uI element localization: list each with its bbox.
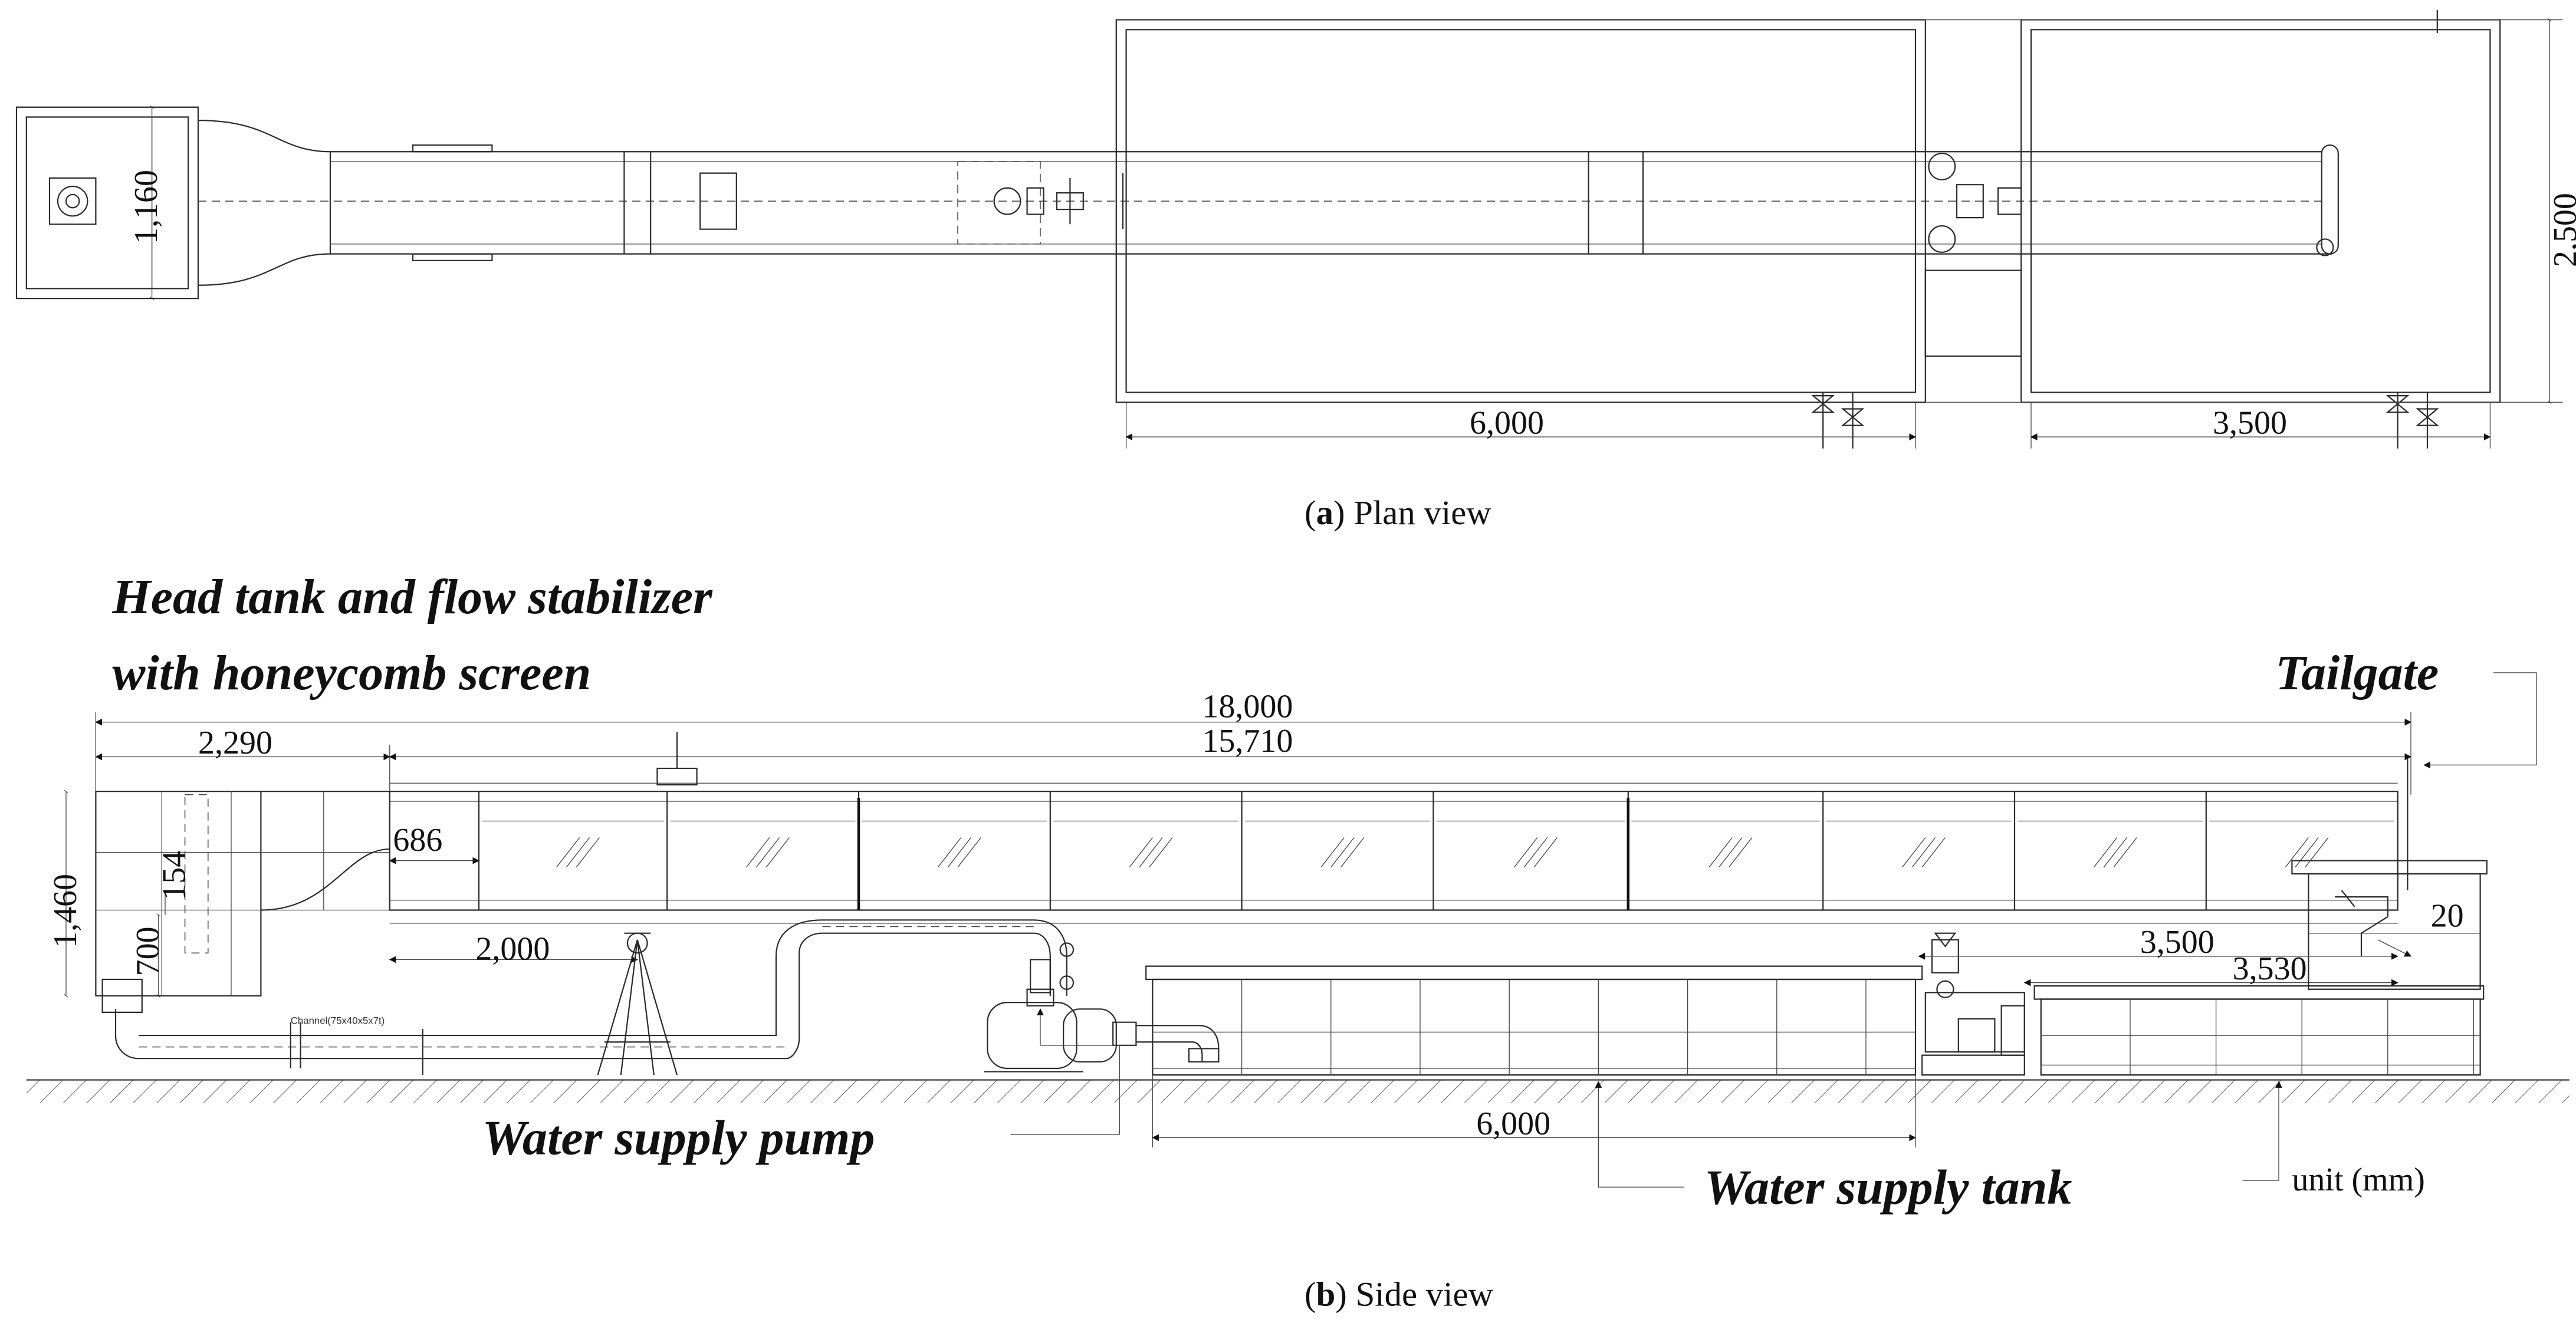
- glass-hatch-mark: [948, 837, 971, 867]
- supply-tank-large: [1146, 966, 1922, 1075]
- side-overall-dimensions: 18,000 2,290 15,710: [94, 688, 2413, 800]
- glass-hatch-mark: [2094, 837, 2117, 867]
- glass-hatch-mark: [756, 837, 779, 867]
- tailgate-box: 20: [2292, 861, 2486, 989]
- glass-hatch-mark: [1729, 837, 1752, 867]
- plan-tank-small: [2021, 10, 2500, 449]
- glass-hatch-mark: [1321, 837, 1344, 867]
- pipe-note: Channel(75x40x5x7t): [291, 1015, 385, 1026]
- glass-hatch-mark: [2114, 837, 2137, 867]
- label-water-supply-pump: Water supply pump: [482, 1110, 875, 1165]
- plan-dimensions: 1,160 2,500 6,000 3,500: [128, 20, 2576, 449]
- dim-3500-plan: 3,500: [2213, 404, 2287, 441]
- dim-2000: 2,000: [475, 930, 550, 967]
- glass-hatch-mark: [566, 837, 589, 867]
- side-tank-dims: 3,500 3,530: [1917, 924, 2400, 992]
- side-channel: [390, 732, 2408, 923]
- caption-side-view: (b) Side view: [1305, 1275, 1494, 1314]
- tank-connector-valves: [1922, 933, 2025, 1075]
- glass-hatch-mark: [747, 837, 770, 867]
- dim-3500-side: 3,500: [2140, 924, 2214, 961]
- dim-700: 700: [130, 926, 166, 976]
- glass-hatch-mark: [1719, 837, 1742, 867]
- glass-hatch-mark: [2104, 837, 2127, 867]
- supply-tank-small-grid: [2130, 999, 2473, 1075]
- glass-hatch-mark: [1149, 837, 1172, 867]
- tailgate-leader: [2422, 673, 2536, 775]
- tank-leader: [1589, 1080, 1684, 1187]
- side-view: Head tank and flow stabilizer with honey…: [26, 570, 2570, 1314]
- dim-18000: 18,000: [1202, 688, 1293, 725]
- dim-15710: 15,710: [1202, 723, 1293, 759]
- glass-hatch-mark: [1514, 837, 1537, 867]
- glass-hatch-mark: [1331, 837, 1354, 867]
- glass-hatch-mark: [1341, 837, 1364, 867]
- dim-1160: 1,160: [128, 170, 165, 244]
- plan-connector: [1926, 271, 2021, 356]
- label-unit: unit (mm): [2292, 1162, 2424, 1198]
- plan-channel: [198, 145, 2338, 261]
- caption-plan-view: (a) Plan view: [1305, 494, 1491, 532]
- glass-hatch-mark: [958, 837, 981, 867]
- glass-hatch-mark: [1524, 837, 1547, 867]
- glass-hatch-mark: [2305, 837, 2328, 867]
- glass-hatch-mark: [1709, 837, 1732, 867]
- glass-hatch-mark: [1129, 837, 1152, 867]
- plan-view: 1,160 2,500 6,000 3,500 (a) Plan view: [17, 10, 2576, 532]
- channel-support-stand: [598, 933, 677, 1075]
- supply-tank-small: [2035, 986, 2484, 1075]
- dim-1460: 1,460: [47, 874, 84, 948]
- unit-leader: [2242, 1080, 2289, 1180]
- glass-hatch-mark: [576, 837, 599, 867]
- side-head-dims: 1,460 700 154: [47, 791, 193, 996]
- glass-hatch-mark: [2285, 837, 2308, 867]
- return-pipe: Channel(75x40x5x7t): [116, 920, 1067, 1075]
- plan-contraction: [198, 120, 330, 285]
- dim-2290: 2,290: [198, 725, 272, 761]
- glass-hatch-mark: [1922, 837, 1945, 867]
- dim-154: 154: [156, 851, 193, 900]
- water-supply-pump: [984, 943, 1219, 1071]
- dim-3530: 3,530: [2233, 950, 2307, 987]
- plan-head-tank: [17, 107, 198, 298]
- pump-leader: [1011, 1007, 1120, 1134]
- glass-hatch-mark: [1912, 837, 1935, 867]
- label-water-supply-tank: Water supply tank: [1704, 1160, 2072, 1215]
- glass-hatch-mark: [938, 837, 961, 867]
- glass-hatch-mark: [2295, 837, 2318, 867]
- label-head-tank-2: with honeycomb screen: [112, 646, 591, 700]
- glass-hatch-mark: [557, 837, 580, 867]
- dim-2500: 2,500: [2547, 193, 2576, 267]
- ground-line: [26, 1080, 2570, 1103]
- label-head-tank: Head tank and flow stabilizer: [111, 570, 713, 624]
- side-channel-panels: [390, 791, 2398, 910]
- glass-hatch-mark: [766, 837, 789, 867]
- dim-20: 20: [2431, 898, 2464, 935]
- glass-hatch-mark: [1534, 837, 1557, 867]
- dim-6000-plan: 6,000: [1470, 404, 1544, 441]
- glass-hatch-mark: [1139, 837, 1162, 867]
- glass-hatch-mark: [1903, 837, 1926, 867]
- dim-686: 686: [393, 822, 442, 858]
- supply-tank-large-grid: [1242, 979, 1866, 1075]
- side-head-tank: [96, 791, 389, 1012]
- dim-6000-side: 6,000: [1476, 1106, 1550, 1142]
- plan-tank-large: [1116, 20, 1926, 449]
- label-tailgate: Tailgate: [2275, 646, 2439, 700]
